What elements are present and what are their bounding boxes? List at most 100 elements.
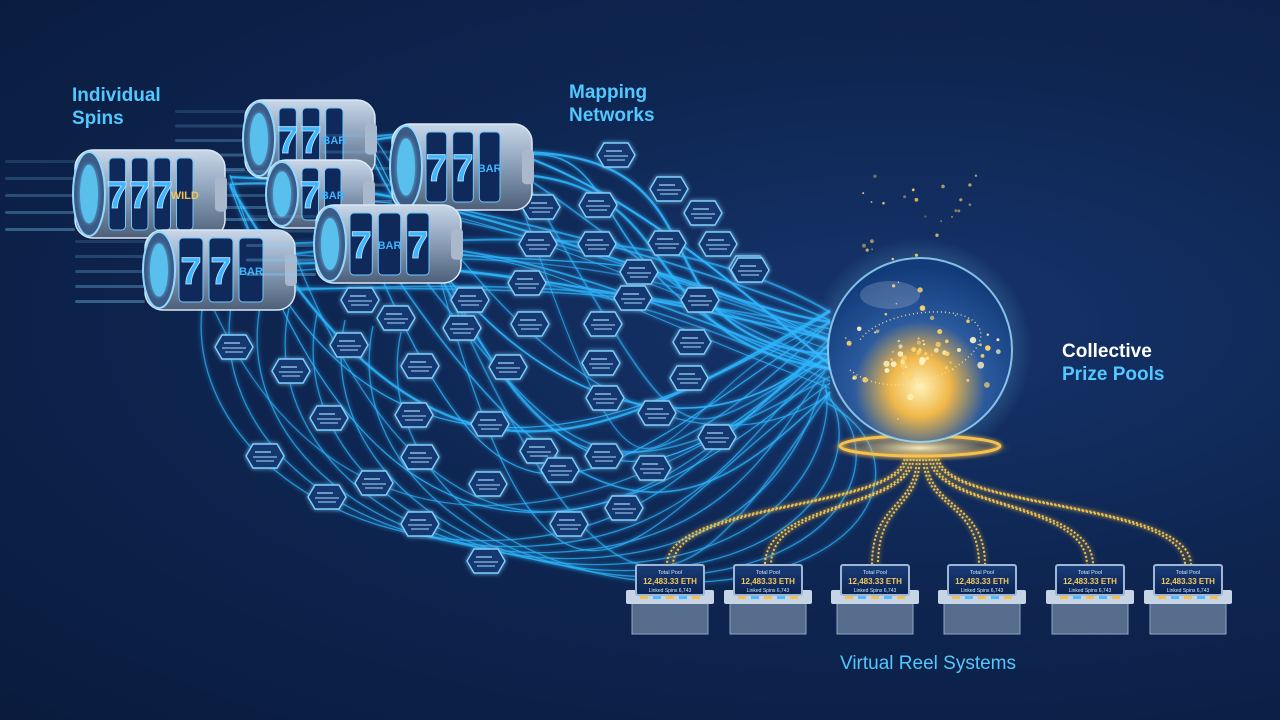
mapping-node-shape bbox=[632, 455, 672, 481]
sparkle bbox=[903, 195, 907, 199]
terminal-button bbox=[1184, 594, 1192, 599]
reel-window bbox=[301, 167, 319, 221]
mapping-node bbox=[518, 231, 558, 257]
sparkle bbox=[914, 253, 919, 257]
terminal-button bbox=[897, 594, 905, 599]
mapping-lines bbox=[199, 129, 877, 584]
reel-axle bbox=[365, 123, 377, 155]
prize-pool-orb bbox=[808, 174, 1032, 462]
orb-coin bbox=[846, 340, 852, 346]
orb-coin bbox=[911, 347, 917, 352]
mapping-node bbox=[442, 315, 482, 341]
reel-symbol: BAR bbox=[478, 163, 502, 175]
terminal-button bbox=[751, 594, 759, 599]
mapping-node-shape bbox=[510, 311, 550, 337]
sparkle bbox=[941, 184, 945, 189]
sparkle bbox=[974, 174, 978, 177]
terminal-base bbox=[1051, 599, 1129, 635]
mapping-node bbox=[354, 470, 394, 496]
orb-coin bbox=[918, 348, 922, 352]
reel-axle bbox=[522, 149, 534, 185]
sparkle bbox=[862, 243, 866, 248]
terminal-button bbox=[790, 594, 798, 599]
orb-coin bbox=[929, 315, 935, 321]
reel-axle bbox=[363, 180, 375, 208]
terminal-screen-amount: 12,483.33 ETH bbox=[643, 577, 697, 586]
terminal-button bbox=[965, 594, 973, 599]
mapping-node-shape bbox=[307, 484, 347, 510]
terminal-base bbox=[1149, 599, 1227, 635]
mapping-node bbox=[581, 350, 621, 376]
terminal-button bbox=[1210, 594, 1218, 599]
mapping-node bbox=[683, 200, 723, 226]
orb-coin bbox=[979, 343, 982, 347]
mapping-node bbox=[549, 511, 589, 537]
mapping-node bbox=[604, 495, 644, 521]
terminal-button bbox=[1171, 594, 1179, 599]
reel-symbol: 7 bbox=[407, 225, 428, 267]
orb-coin bbox=[949, 361, 952, 364]
mapping-node bbox=[577, 231, 617, 257]
terminal-button bbox=[1099, 594, 1107, 599]
mapping-node-shape bbox=[672, 329, 712, 355]
mapping-node-shape bbox=[271, 358, 311, 384]
terminal-base bbox=[631, 599, 709, 635]
orb-coin bbox=[923, 343, 926, 346]
terminal-screen-info: Linked Spins 6,743 bbox=[1167, 588, 1210, 594]
mapping-node bbox=[214, 334, 254, 360]
motion-streak bbox=[246, 215, 316, 218]
mapping-node-shape bbox=[400, 444, 440, 470]
mapping-node-shape bbox=[577, 231, 617, 257]
mapping-node bbox=[583, 311, 623, 337]
sparkle bbox=[882, 201, 885, 205]
mapping-node-shape bbox=[507, 270, 547, 296]
reel-window bbox=[478, 131, 501, 203]
mapping-node bbox=[584, 443, 624, 469]
terminal-button bbox=[777, 594, 785, 599]
payout-line bbox=[877, 454, 921, 566]
mapping-node bbox=[637, 400, 677, 426]
label-collective-prize-pools: Collective Prize Pools bbox=[1062, 340, 1164, 386]
orb-coin bbox=[957, 348, 961, 352]
orb-coin bbox=[966, 378, 970, 382]
motion-streak bbox=[75, 300, 145, 303]
motion-streak bbox=[322, 134, 392, 137]
orb-coin bbox=[919, 357, 926, 364]
orb-coin bbox=[875, 329, 880, 333]
orb-coin bbox=[901, 355, 908, 361]
label-collective-line1: Collective bbox=[1062, 341, 1152, 362]
orb-coin bbox=[884, 312, 888, 316]
mapping-line bbox=[509, 153, 831, 420]
label-mapping-networks-line1: Mapping bbox=[569, 82, 648, 103]
mapping-node-shape bbox=[400, 511, 440, 537]
mapping-node bbox=[307, 484, 347, 510]
mapping-node bbox=[697, 424, 737, 450]
reel-cap-glow bbox=[250, 113, 268, 165]
sparkle bbox=[911, 188, 915, 192]
orb-coin bbox=[944, 351, 950, 357]
sparkle bbox=[871, 248, 873, 251]
orb-coin bbox=[980, 354, 985, 358]
motion-streak bbox=[5, 194, 75, 197]
terminal-button bbox=[1073, 594, 1081, 599]
mapping-node bbox=[596, 142, 636, 168]
reel-cap-glow bbox=[321, 218, 339, 270]
mapping-node bbox=[394, 402, 434, 428]
orb-coin bbox=[925, 356, 929, 360]
label-mapping-networks: Mapping Networks bbox=[569, 81, 655, 127]
terminal-screen bbox=[840, 564, 910, 596]
sparkle bbox=[914, 197, 919, 202]
orb-coin bbox=[856, 326, 862, 332]
reel-symbol: 7 bbox=[129, 175, 150, 217]
payout-line bbox=[672, 454, 909, 566]
mapping-node bbox=[521, 194, 561, 220]
sparkle bbox=[951, 216, 953, 218]
terminal-button bbox=[653, 594, 661, 599]
terminal-screen-title: Total Pool bbox=[1078, 570, 1102, 576]
payout-line bbox=[931, 454, 1094, 566]
reel-cap-glow bbox=[397, 138, 415, 196]
mapping-node-shape bbox=[697, 424, 737, 450]
terminal-button bbox=[884, 594, 892, 599]
